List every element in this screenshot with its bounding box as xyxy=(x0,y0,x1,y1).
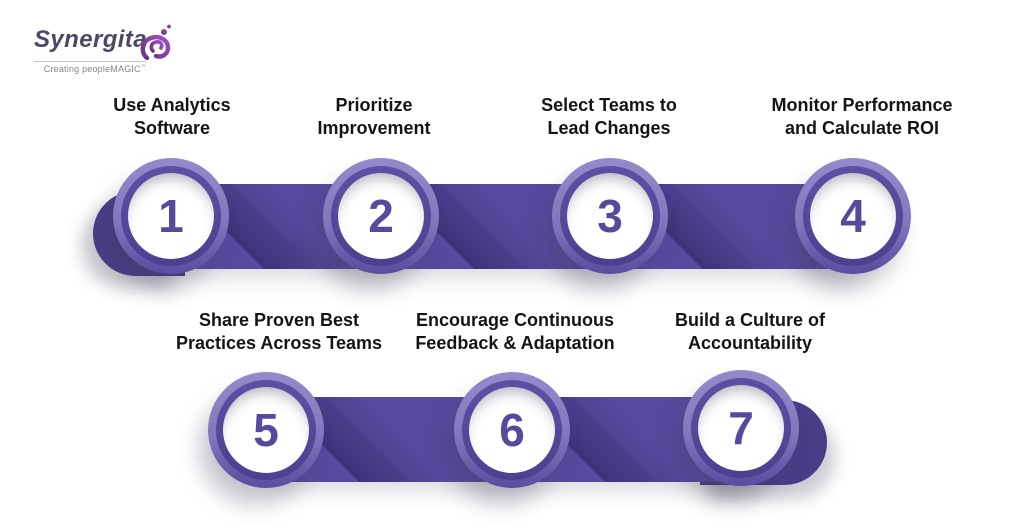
step-5-label: Share Proven Best Practices Across Teams xyxy=(175,310,383,353)
step-4-number: 4 xyxy=(840,190,866,242)
logo-tagline: Creating peopleMAGIC™ xyxy=(34,64,146,74)
step-5-number: 5 xyxy=(253,404,279,456)
step-7-number: 7 xyxy=(728,402,754,454)
tagline-text: Creating peopleMAGIC xyxy=(43,64,141,74)
step-2-label: Prioritize Improvement xyxy=(317,95,431,138)
logo-divider xyxy=(34,61,146,62)
step-2-circle: 2 xyxy=(323,158,439,274)
step-7-circle: 7 xyxy=(683,370,799,486)
brand-name: Synergita xyxy=(34,26,147,53)
step-3-number: 3 xyxy=(597,190,623,242)
step-4-circle: 4 xyxy=(795,158,911,274)
step-6-circle: 6 xyxy=(454,372,570,488)
trademark-mark: ™ xyxy=(140,64,146,70)
step-2-number: 2 xyxy=(368,190,394,242)
circle-core: 2 xyxy=(338,173,424,259)
step-5-circle: 5 xyxy=(208,372,324,488)
circle-core: 7 xyxy=(698,385,784,471)
process-bar-top xyxy=(171,184,860,269)
step-7-label: Build a Culture of Accountability xyxy=(675,310,825,353)
circle-core: 6 xyxy=(469,387,555,473)
step-6-label: Encourage Continuous Feedback & Adaptati… xyxy=(415,310,615,353)
step-6-number: 6 xyxy=(499,404,525,456)
step-1-number: 1 xyxy=(158,190,184,242)
step-1-circle: 1 xyxy=(113,158,229,274)
circle-core: 4 xyxy=(810,173,896,259)
circle-core: 3 xyxy=(567,173,653,259)
circle-core: 1 xyxy=(128,173,214,259)
step-3-circle: 3 xyxy=(552,158,668,274)
swirl-icon xyxy=(138,22,176,67)
synergita-logo: Synergita Creating pe xyxy=(30,20,171,74)
circle-core: 5 xyxy=(223,387,309,473)
step-1-label: Use Analytics Software xyxy=(113,95,231,138)
step-4-label: Monitor Performance and Calculate ROI xyxy=(771,95,953,138)
step-3-label: Select Teams to Lead Changes xyxy=(541,95,677,138)
